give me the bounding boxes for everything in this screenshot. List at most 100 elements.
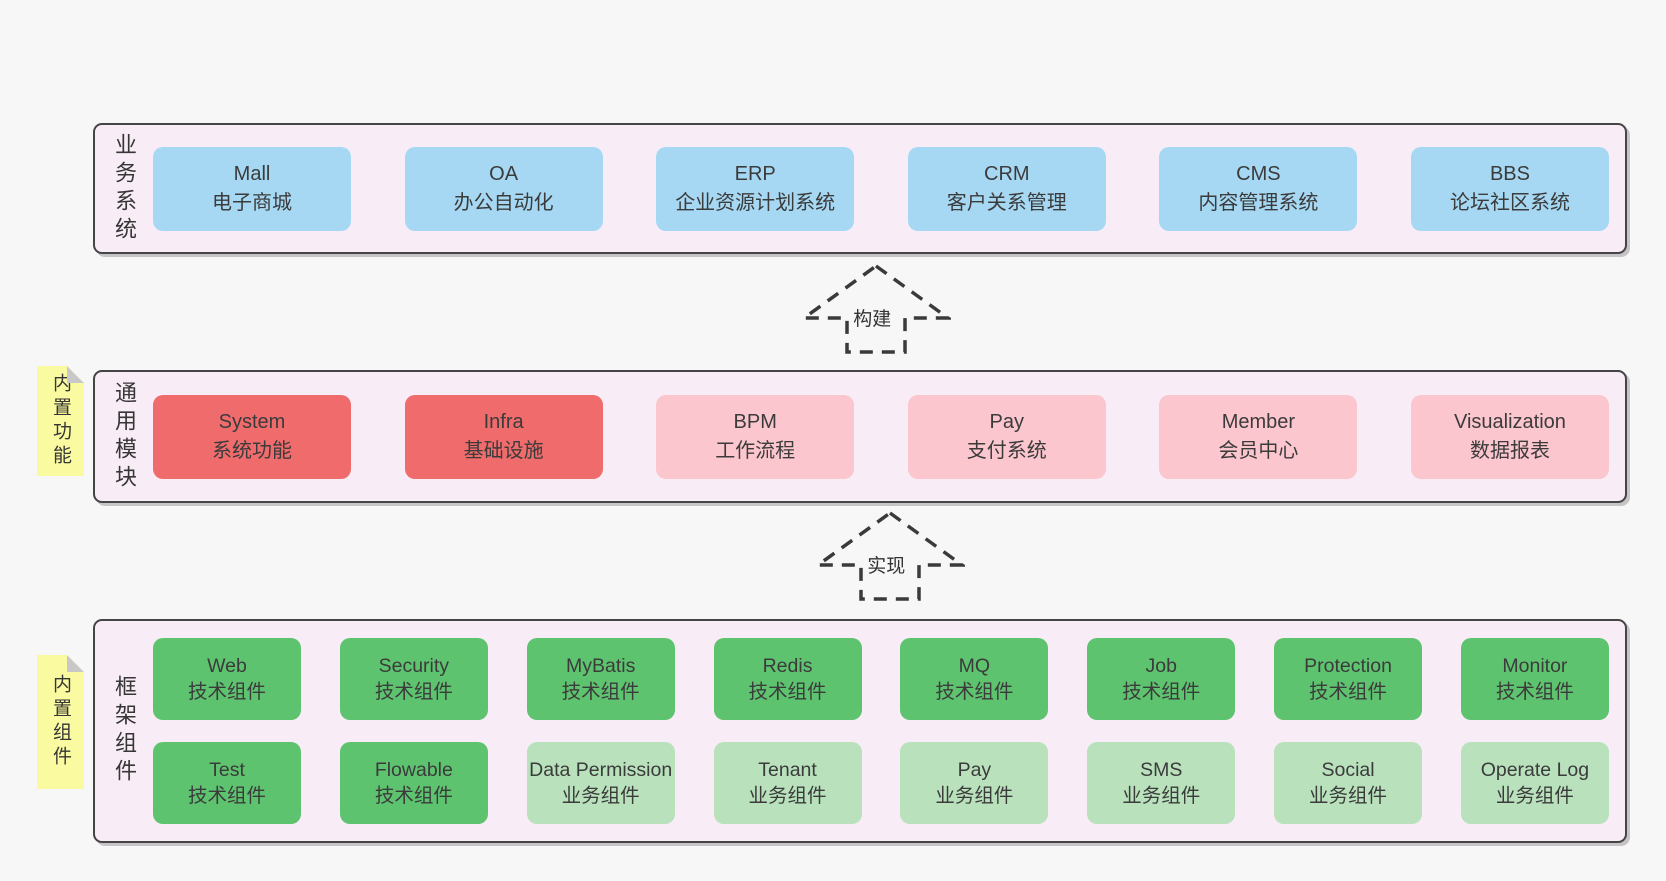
box-system: System 系统功能 (153, 394, 351, 479)
box-title: Protection (1304, 655, 1392, 677)
band-label-text: 业务系统 (112, 132, 137, 245)
box-title: BBS (1489, 162, 1530, 185)
box-subtitle: 业务组件 (561, 785, 640, 807)
box-subtitle: 基础设施 (463, 439, 544, 462)
box-subtitle: 业务组件 (1495, 785, 1574, 807)
box-test: Test 技术组件 (153, 742, 301, 824)
box-subtitle: 支付系统 (966, 439, 1047, 462)
box-subtitle: 技术组件 (374, 681, 453, 703)
box-infra: Infra 基础设施 (404, 394, 603, 479)
box-title: Infra (483, 410, 524, 433)
box-title: Web (207, 655, 247, 677)
box-data-permission: Data Permission 业务组件 (526, 742, 675, 824)
box-title: BPM (733, 410, 777, 433)
band-business-systems: 业务系统 Mall 电子商城 OA 办公自动化 ERP 企业资源计划系统 CRM 客户关系管理… (93, 123, 1627, 254)
box-subtitle: 技术组件 (935, 681, 1014, 703)
box-oa: OA 办公自动化 (404, 146, 603, 231)
box-bbs: BBS 论坛社区系统 (1410, 146, 1609, 231)
band-label-common-modules: 通用模块 (95, 372, 153, 501)
box-title: Pay (989, 410, 1025, 433)
box-title: CMS (1236, 162, 1281, 185)
box-crm: CRM 客户关系管理 (907, 146, 1106, 231)
box-title: Test (209, 759, 245, 781)
box-title: SMS (1140, 759, 1183, 781)
box-title: System (218, 410, 286, 433)
box-title: Pay (957, 759, 992, 781)
box-web: Web 技术组件 (153, 638, 301, 720)
box-subtitle: 论坛社区系统 (1449, 191, 1570, 214)
box-subtitle: 技术组件 (1122, 681, 1201, 703)
arrow-implement: 实现 (815, 510, 965, 602)
arrow-label-build: 构建 (849, 303, 896, 332)
box-title: Security (378, 655, 450, 677)
box-title: MQ (958, 655, 991, 677)
box-title: Visualization (1454, 410, 1566, 433)
box-title: Tenant (758, 759, 817, 781)
dashed-up-arrow-icon (801, 263, 951, 354)
sticky-note-built-in-features: 内置功能 (37, 366, 84, 476)
box-subtitle: 技术组件 (374, 785, 453, 807)
box-social: Social 业务组件 (1274, 742, 1423, 824)
box-subtitle: 技术组件 (1495, 681, 1574, 703)
box-title: Redis (762, 655, 813, 677)
box-title: CRM (984, 162, 1030, 185)
box-subtitle: 办公自动化 (453, 191, 554, 214)
band-label-business-systems: 业务系统 (95, 125, 153, 252)
box-subtitle: 技术组件 (187, 681, 266, 703)
box-title: Monitor (1502, 655, 1568, 677)
box-subtitle: 业务组件 (748, 785, 827, 807)
box-subtitle: 会员中心 (1218, 439, 1299, 462)
box-subtitle: 技术组件 (561, 681, 640, 703)
box-subtitle: 业务组件 (1122, 785, 1201, 807)
box-subtitle: 内容管理系统 (1198, 191, 1319, 214)
box-title: Mall (233, 162, 271, 185)
band-content-business-systems: Mall 电子商城 OA 办公自动化 ERP 企业资源计划系统 CRM 客户关系管理 CMS 内容… (153, 125, 1609, 252)
box-subtitle: 企业资源计划系统 (675, 191, 836, 214)
band-label-framework-components: 框架组件 (95, 621, 153, 841)
box-title: ERP (734, 162, 776, 185)
box-subtitle: 客户关系管理 (946, 191, 1067, 214)
box-pay: Pay 支付系统 (907, 394, 1106, 479)
box-row: Mall 电子商城 OA 办公自动化 ERP 企业资源计划系统 CRM 客户关系管理 CMS 内容… (153, 146, 1609, 231)
box-tenant: Tenant 业务组件 (713, 742, 862, 824)
band-label-text: 通用模块 (112, 380, 137, 493)
box-subtitle: 业务组件 (935, 785, 1014, 807)
note-text: 内置功能 (50, 373, 71, 469)
box-subtitle: 系统功能 (212, 439, 292, 462)
box-pay: Pay 业务组件 (900, 742, 1049, 824)
dashed-up-arrow-icon (815, 510, 965, 601)
band-common-modules: 通用模块 System 系统功能 Infra 基础设施 BPM 工作流程 Pay 支付系统 Me… (93, 370, 1627, 503)
box-title: Social (1321, 759, 1375, 781)
box-bpm: BPM 工作流程 (656, 394, 855, 479)
box-mall: Mall 电子商城 (153, 146, 351, 231)
band-label-text: 框架组件 (112, 675, 137, 787)
box-subtitle: 数据报表 (1469, 439, 1550, 462)
arrow-label-implement: 实现 (863, 550, 910, 579)
box-title: OA (489, 162, 519, 185)
box-title: Data Permission (529, 759, 673, 781)
box-title: Job (1145, 655, 1177, 677)
note-text: 内置组件 (50, 674, 71, 770)
box-mq: MQ 技术组件 (900, 638, 1049, 720)
box-subtitle: 技术组件 (187, 785, 266, 807)
arrow-build: 构建 (801, 263, 951, 355)
box-subtitle: 电子商城 (212, 191, 292, 214)
box-subtitle: 工作流程 (715, 439, 796, 462)
box-job: Job 技术组件 (1087, 638, 1236, 720)
box-subtitle: 业务组件 (1309, 785, 1388, 807)
folded-corner-icon (67, 655, 84, 672)
box-monitor: Monitor 技术组件 (1460, 638, 1609, 720)
